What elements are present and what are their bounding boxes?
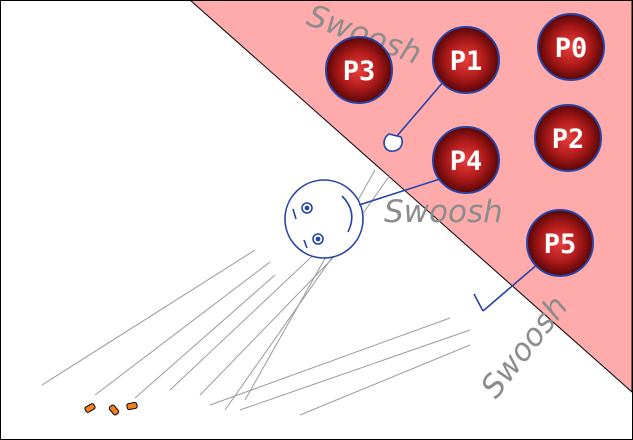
- player-ball-p4[interactable]: P4: [432, 126, 500, 194]
- player-ball-p2[interactable]: P2: [534, 104, 602, 172]
- player-label-p4: P4: [450, 146, 483, 177]
- player-ball-p1[interactable]: P1: [432, 26, 500, 94]
- small-pucks: [84, 401, 138, 416]
- player-label-p0: P0: [555, 33, 588, 64]
- player-ball-p3[interactable]: P3: [325, 36, 393, 104]
- player-label-p1: P1: [450, 46, 483, 77]
- speed-lines: [41, 169, 471, 416]
- player-ball-p0[interactable]: P0: [537, 13, 605, 81]
- player-ball-p5[interactable]: P5: [526, 209, 594, 277]
- player-label-p5: P5: [544, 229, 577, 260]
- swoosh-text-middle: Swoosh: [384, 194, 503, 230]
- player-label-p2: P2: [552, 124, 585, 155]
- player-label-p3: P3: [343, 56, 376, 87]
